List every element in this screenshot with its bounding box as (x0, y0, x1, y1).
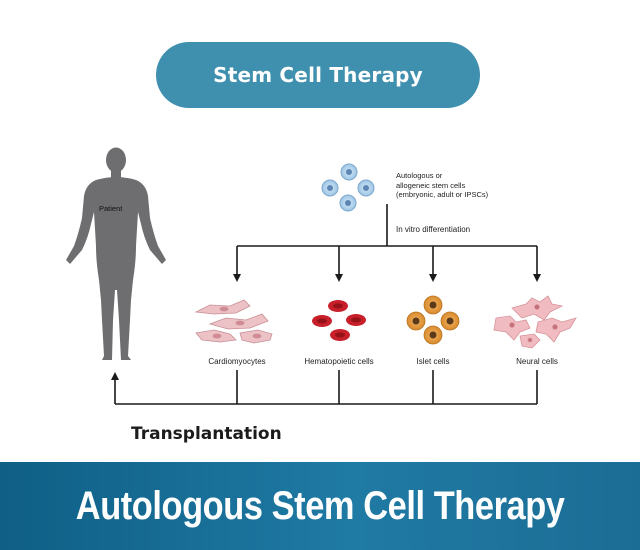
differentiation-label: In vitro differentiation (396, 225, 471, 234)
neural-cells-icon (493, 295, 577, 349)
stem-cell-therapy-diagram: Stem Cell Therapy (66, 42, 577, 444)
stem-cells-icon (321, 163, 375, 212)
diagram-graphics (66, 147, 577, 405)
cell-type-label-neural: Neural cells (516, 357, 558, 366)
transplantation-label: Transplantation (131, 424, 282, 444)
cell-type-label-islet: Islet cells (416, 357, 450, 366)
source-line-2: allogeneic stem cells (396, 180, 466, 190)
cardiomyocytes-icon (194, 299, 273, 344)
transplantation-connectors (111, 370, 538, 405)
source-line-3: (embryonic, adult or IPSCs) (396, 190, 489, 199)
patient-label: Patient (99, 204, 123, 213)
footer-banner-title: Autologous Stem Cell Therapy (75, 483, 565, 528)
stem-cell-source-label: Autologous or allogeneic stem cells (emb… (396, 171, 526, 200)
cell-type-label-hematopoietic: Hematopoietic cells (304, 357, 374, 366)
islet-cells-icon (406, 295, 460, 345)
hematopoietic-cells-icon (312, 300, 366, 341)
cell-type-label-cardiomyocytes: Cardiomyocytes (208, 357, 266, 366)
diagram-title: Stem Cell Therapy (156, 42, 480, 108)
patient-silhouette-icon (66, 147, 166, 360)
differentiation-connectors (233, 204, 541, 282)
footer-banner: Autologous Stem Cell Therapy (0, 462, 640, 550)
source-line-1: Autologous or (396, 171, 443, 180)
